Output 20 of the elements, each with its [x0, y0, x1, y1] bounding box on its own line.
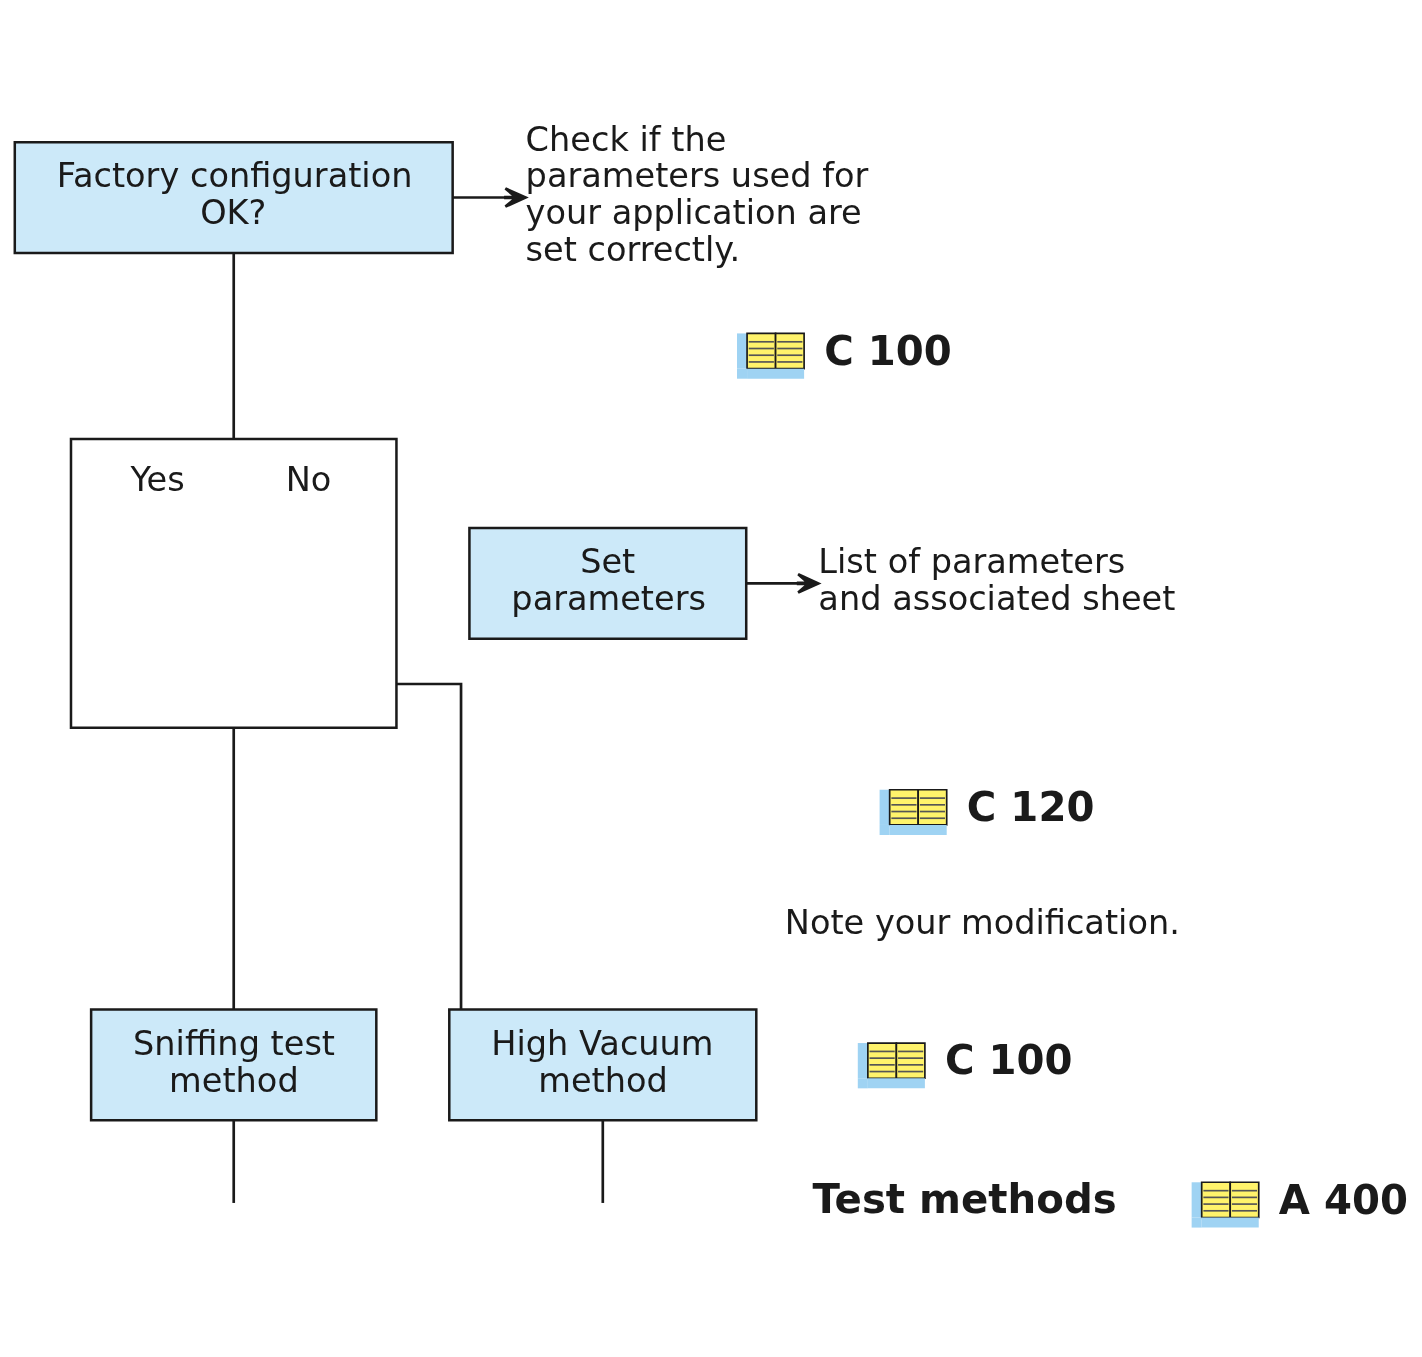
node-box: Factory configuration OK?	[13, 140, 454, 254]
arrow	[452, 186, 527, 208]
node-text: Check if the parameters used for your application are set correctly.	[525, 119, 869, 269]
label: Note your modification.	[784, 902, 1180, 942]
node-label: A 400	[1278, 1176, 1409, 1223]
node-box: Sniffing test method	[89, 1007, 378, 1121]
node-label: C 100	[945, 1036, 1073, 1083]
node-label: C 100	[824, 327, 952, 374]
node-box: High Vacuum method	[448, 1007, 758, 1121]
connector	[232, 1120, 236, 1203]
label: Test methods	[812, 1175, 1117, 1222]
node-box: Set parameters	[468, 526, 748, 640]
node-label: C 120	[966, 783, 1095, 830]
node-text: List of parameters and associated sheet	[818, 541, 1176, 618]
connector	[396, 682, 463, 1009]
connector	[232, 727, 236, 1009]
node-box: Yes No	[69, 437, 398, 729]
arrow	[746, 572, 820, 594]
connector	[601, 1120, 605, 1203]
connector	[232, 253, 236, 439]
